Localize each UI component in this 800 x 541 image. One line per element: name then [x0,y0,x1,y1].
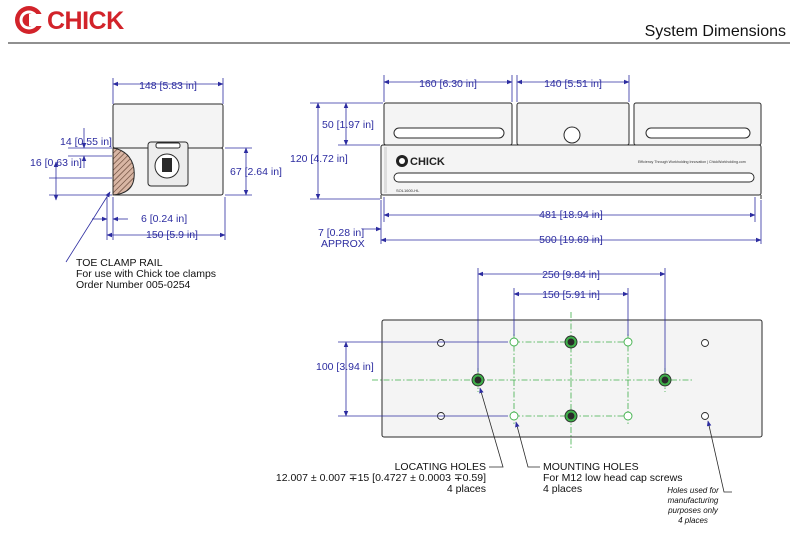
dim-rail-offset-6: 6 [0.24 in] [141,213,187,225]
end-view-jaw [112,103,224,149]
bottom-view-dimensions [338,268,666,417]
mounting-hole [509,337,519,347]
part-number: SOL1600-HL [396,188,420,193]
dim-inner-length-481: 481 [18.94 in] [539,209,603,221]
manufacturing-line1: Holes used for [667,486,719,495]
dim-height-67: 67 [2.64 in] [230,166,282,178]
bottom-view-dim-labels: 250 [9.84 in] 150 [5.91 in] 100 [3.94 in… [316,269,600,373]
dim-width-148: 148 [5.83 in] [139,80,197,92]
mounting-title: MOUNTING HOLES [543,461,639,473]
manufacturing-line2: manufacturing [668,496,719,505]
end-view [112,103,224,196]
manufacturing-line4: 4 places [678,516,708,525]
dim-jaw-height-50: 50 [1.97 in] [322,119,374,131]
dim-inner-holes-150: 150 [5.91 in] [542,289,600,301]
manufacturing-line3: purposes only [667,506,719,515]
body-brand-name: CHICK [410,156,445,168]
note-leaders [479,387,732,493]
mounting-hole [509,411,519,421]
dim-overall-length-500: 500 [19.69 in] [539,234,603,246]
manufacturing-hole [701,412,709,420]
brand-name: CHICK [47,7,124,35]
toe-clamp-line1: For use with Chick toe clamps [76,268,216,280]
side-view-dim-labels: 160 [6.30 in] 140 [5.51 in] 50 [1.97 in]… [290,78,603,250]
dim-outer-holes-250: 250 [9.84 in] [542,269,600,281]
dim-total-height-120: 120 [4.72 in] [290,153,348,165]
dim-center-jaw-140: 140 [5.51 in] [544,78,602,90]
left-jaw [383,102,513,146]
side-view [380,102,762,199]
end-view-dimensions [49,78,252,263]
mounting-hole [623,337,633,347]
brand-logo: CHICK [15,6,125,35]
toe-clamp-title: TOE CLAMP RAIL [76,257,163,269]
bottom-plate [381,319,763,438]
dim-jaw-width-160: 160 [6.30 in] [419,78,477,90]
toe-clamp-rail [112,147,135,196]
mounting-note: MOUNTING HOLES For M12 low head cap scre… [543,461,682,495]
mounting-hole [623,411,633,421]
locating-line1: 12.007 ± 0.007 ∓15 [0.4727 ± 0.0003 ∓0.5… [276,472,486,484]
manufacturing-hole [437,339,445,347]
approx-label: APPROX [321,238,365,250]
toe-clamp-note: TOE CLAMP RAIL For use with Chick toe cl… [76,257,216,291]
locating-line2: 4 places [447,483,486,495]
dim-bottom-offset-7: 7 [0.28 in] [318,227,364,239]
dim-rail-height-16: 16 [0.63 in] [30,157,82,169]
dim-rail-top-14: 14 [0.55 in] [60,136,112,148]
toe-clamp-line2: Order Number 005-0254 [76,279,191,291]
page-title: System Dimensions [645,23,786,40]
body-branding: CHICK Efficiency Through Workholding Inn… [396,155,746,193]
manufacturing-note: Holes used for manufacturing purposes on… [667,486,719,525]
side-view-dimensions [310,75,762,244]
right-jaw [633,102,762,146]
vise-body [380,144,762,196]
dim-vertical-100: 100 [3.94 in] [316,361,374,373]
body-tagline: Efficiency Through Workholding Innovatio… [638,160,746,164]
bottom-view [372,312,763,448]
dim-base-width-150: 150 [5.9 in] [146,229,198,241]
end-view-dim-labels: 148 [5.83 in] 67 [2.64 in] 14 [0.55 in] … [30,80,282,241]
locating-title: LOCATING HOLES [395,461,486,473]
manufacturing-hole [701,339,709,347]
locating-note: LOCATING HOLES 12.007 ± 0.007 ∓15 [0.472… [276,461,486,495]
mounting-line1: For M12 low head cap screws [543,472,682,484]
mounting-line2: 4 places [543,483,582,495]
